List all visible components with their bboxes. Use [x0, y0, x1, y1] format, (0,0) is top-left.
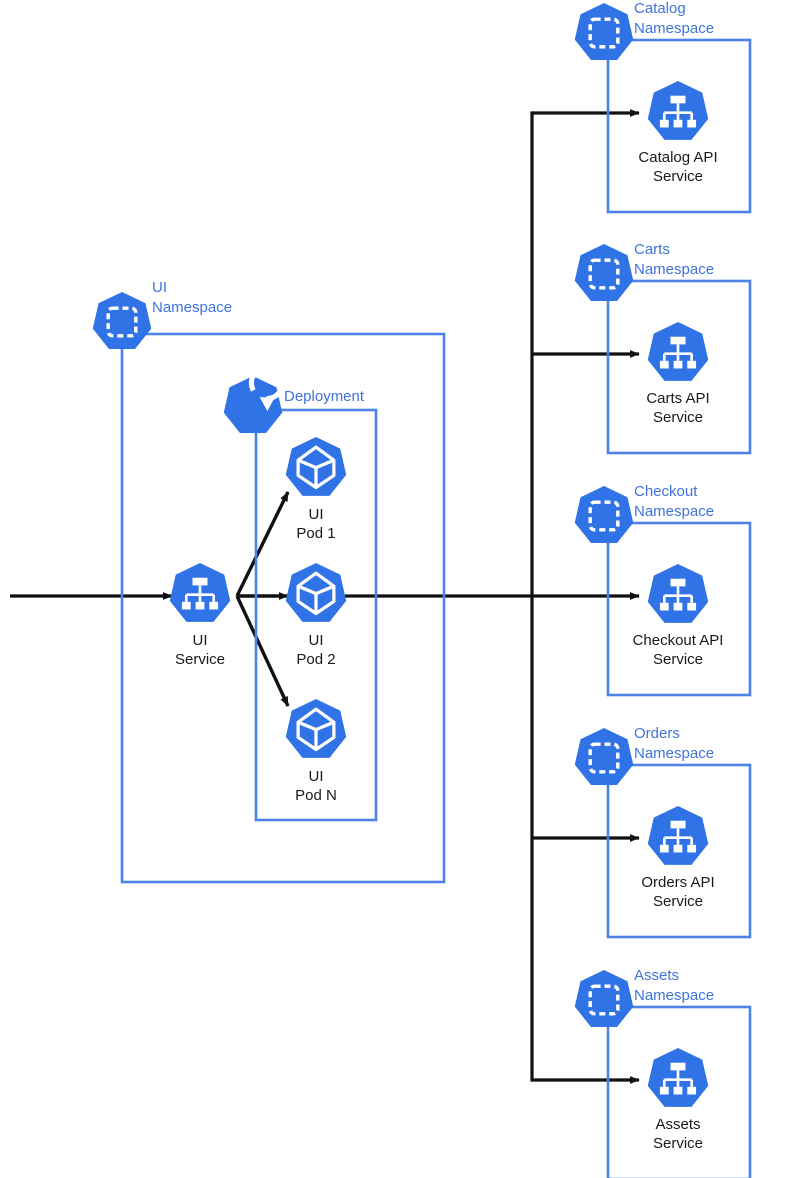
orders-namespace-icon[interactable]	[574, 728, 634, 786]
carts-namespace-box	[606, 279, 752, 455]
ui-pod-n-icon[interactable]	[285, 699, 347, 758]
ui-service-to-pod-n-arrow	[235, 595, 290, 707]
ui-deployment-label: Deployment	[284, 388, 365, 405]
orders-api-service-icon[interactable]	[647, 806, 709, 865]
ui-pod-1-icon[interactable]	[285, 437, 347, 496]
catalog-namespace-icon[interactable]	[574, 3, 634, 61]
assets-service-icon[interactable]	[647, 1048, 709, 1107]
assets-namespace-box	[606, 1005, 752, 1178]
checkout-namespace-box	[606, 521, 752, 697]
ui-deployment-box	[254, 408, 378, 822]
ui-deployment-icon[interactable]	[223, 364, 286, 434]
orders-namespace-box	[606, 763, 752, 939]
ui-service-icon[interactable]	[169, 563, 231, 622]
checkout-api-service-icon[interactable]	[647, 564, 709, 623]
ui-pod-2-icon[interactable]	[285, 563, 347, 622]
checkout-namespace-icon[interactable]	[574, 486, 634, 544]
carts-api-service-icon[interactable]	[647, 322, 709, 381]
assets-namespace-icon[interactable]	[574, 970, 634, 1028]
namespace-boxes	[120, 38, 752, 1178]
carts-namespace-icon[interactable]	[574, 244, 634, 302]
ui-namespace-icon[interactable]	[92, 292, 152, 350]
bus-branch-arrows	[532, 109, 640, 1084]
catalog-api-service-icon[interactable]	[647, 81, 709, 140]
catalog-namespace-box	[606, 38, 752, 214]
ui-namespace-box	[120, 332, 446, 884]
ui-service-to-pod-1-arrow	[235, 491, 290, 597]
